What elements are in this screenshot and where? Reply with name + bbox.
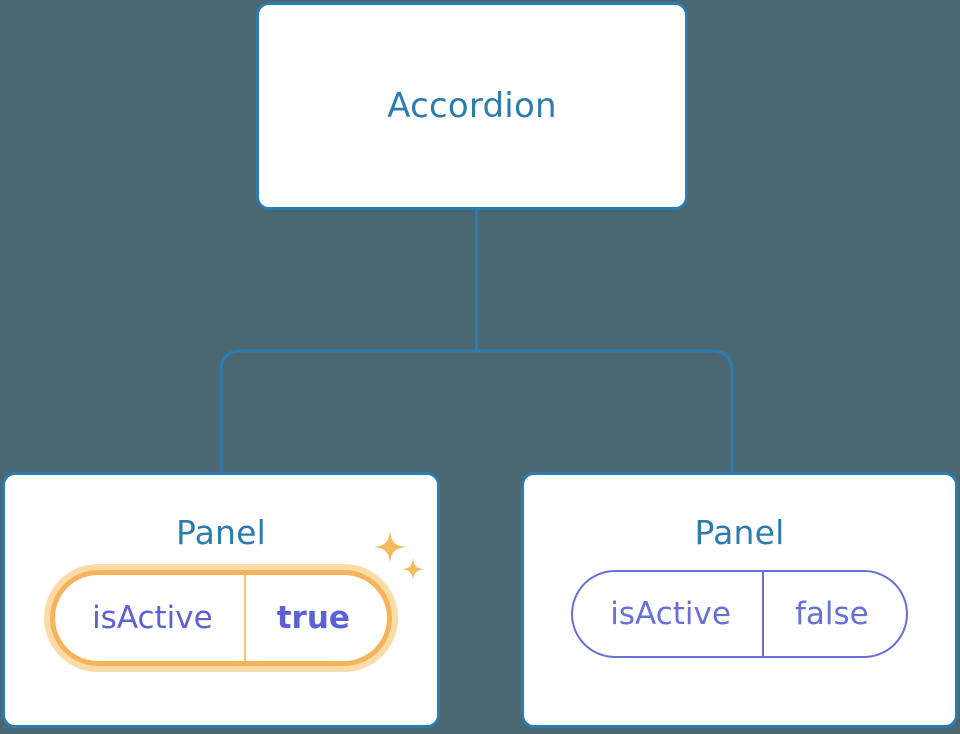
node-panel-inactive[interactable]: Panel isActive false <box>521 472 958 728</box>
node-accordion[interactable]: Accordion <box>256 2 688 210</box>
node-panel-active-title: Panel <box>175 513 267 552</box>
node-panel-inactive-title: Panel <box>694 513 785 552</box>
prop-pill-wrapper-active: isActive true <box>50 531 424 666</box>
prop-key-label: isActive <box>92 599 213 636</box>
prop-value-label: false <box>761 572 906 656</box>
prop-pill-is-active-false[interactable]: isActive false <box>571 570 908 658</box>
prop-value-label: true <box>243 575 387 661</box>
node-accordion-title: Accordion <box>387 86 557 126</box>
prop-pill-wrapper-inactive: isActive false <box>571 570 908 658</box>
sparkle-small-icon <box>401 558 424 581</box>
node-panel-active[interactable]: Panel isActive true <box>2 472 440 728</box>
connector-branch-bar <box>219 349 734 472</box>
prop-key-label: isActive <box>610 595 731 632</box>
sparkle-large-icon <box>373 531 406 563</box>
sparkle-group <box>373 531 424 581</box>
prop-pill-is-active-true[interactable]: isActive true <box>50 570 392 666</box>
